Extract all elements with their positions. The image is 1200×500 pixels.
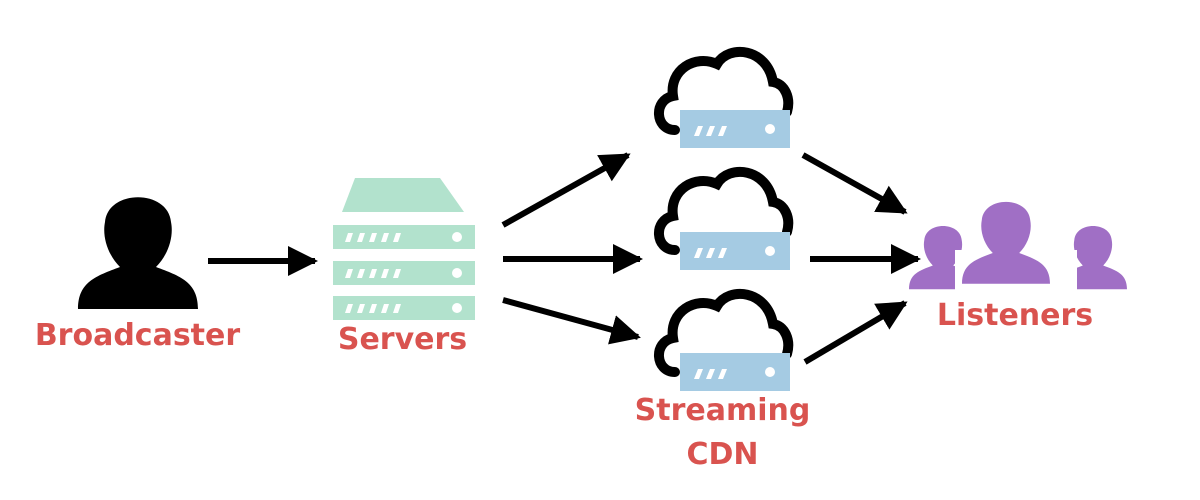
arrow-cdn1-listeners: [801, 152, 908, 215]
broadcaster-person-icon: [78, 197, 198, 309]
cdn-label-line1: Streaming: [634, 393, 811, 428]
arrow-servers-cdn1: [501, 152, 631, 228]
cdn-node-2-icon: [659, 172, 790, 270]
servers-label: Servers: [337, 322, 468, 357]
listeners-group-icon: [909, 201, 1127, 300]
listeners-label: Listeners: [936, 298, 1094, 333]
cdn-label-line2: CDN: [686, 437, 759, 472]
broadcaster-label: Broadcaster: [34, 318, 241, 353]
cdn-node-3-icon: [659, 294, 790, 391]
cdn-node-1-icon: [659, 52, 790, 148]
server-rack-icon: [333, 178, 475, 320]
arrow-servers-cdn3: [502, 297, 641, 345]
arrow-cdn3-listeners: [803, 300, 908, 365]
